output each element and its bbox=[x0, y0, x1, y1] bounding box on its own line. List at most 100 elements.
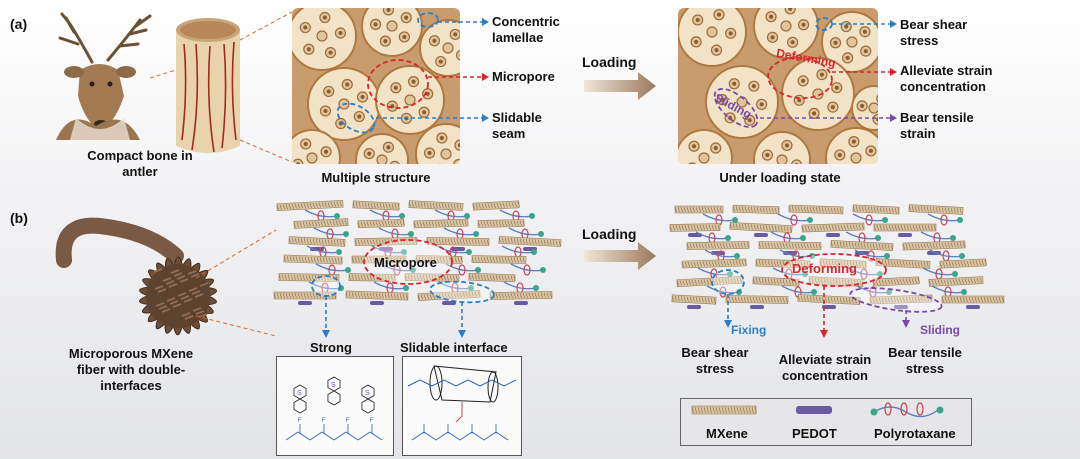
pedot-unit bbox=[898, 233, 912, 237]
slidable-interface-label: Slidable interface bbox=[400, 340, 508, 355]
polyrotaxane-chain bbox=[927, 213, 961, 222]
mxene-sheet bbox=[686, 241, 750, 250]
pedot-unit bbox=[310, 247, 324, 251]
polyrotaxane-chain bbox=[313, 227, 347, 236]
mxene-sheet bbox=[902, 240, 966, 251]
fiber-tail bbox=[55, 217, 184, 268]
mxene-sheet bbox=[283, 254, 343, 265]
mxene-sheet bbox=[752, 276, 800, 287]
mxene-sheet bbox=[471, 255, 527, 264]
pedot-unit bbox=[783, 251, 797, 255]
alleviate-label: Alleviate strain concentration bbox=[778, 352, 872, 383]
deforming-label-b: Deforming bbox=[792, 261, 857, 276]
sliding-label-b: Sliding bbox=[920, 323, 960, 337]
polyrotaxane-chain bbox=[436, 245, 470, 254]
micropore-label-b: Micropore bbox=[374, 255, 437, 270]
pedot-unit bbox=[754, 233, 768, 237]
polyrotaxane-chain bbox=[378, 227, 412, 236]
mxene-sheet bbox=[288, 236, 346, 247]
polyrotaxane-chain bbox=[779, 249, 813, 258]
mxene-sheet bbox=[872, 276, 920, 287]
mxene-sheet bbox=[801, 222, 865, 233]
micropore bbox=[876, 93, 878, 105]
mxene-sheet bbox=[852, 204, 900, 215]
strong-label: Strong bbox=[310, 340, 352, 355]
pedot-unit bbox=[687, 305, 701, 309]
mxene-sheet bbox=[873, 223, 937, 232]
polyrotaxane-chain bbox=[922, 267, 956, 276]
state-caption: Under loading state bbox=[719, 170, 841, 185]
loading-arrow bbox=[584, 242, 656, 270]
strong-interface-structure bbox=[276, 356, 394, 456]
mxene-sheet bbox=[830, 240, 894, 251]
pedot-unit bbox=[927, 251, 941, 255]
mxene-sheet bbox=[278, 273, 340, 282]
polyrotaxane-chain bbox=[770, 231, 804, 240]
mxene-sheet bbox=[732, 204, 780, 215]
polyrotaxane-chain bbox=[443, 227, 477, 236]
polyrotaxane-chain bbox=[777, 213, 811, 222]
polyrotaxane-chain bbox=[856, 285, 890, 294]
label-micropore: Micropore bbox=[492, 69, 555, 84]
pedot-unit bbox=[442, 301, 456, 305]
mxene-sheet bbox=[404, 273, 460, 282]
polyrotaxane-chain bbox=[304, 209, 338, 218]
polyrotaxane-chain bbox=[499, 209, 533, 218]
mxene-sheet bbox=[797, 294, 861, 305]
polyrotaxane-chain bbox=[845, 231, 879, 240]
label-concentric-lamellae: Concentric lamellae bbox=[492, 14, 560, 45]
pedot-unit bbox=[523, 247, 537, 251]
mxene-sheet bbox=[908, 204, 964, 215]
bone-loaded-panel bbox=[678, 8, 878, 164]
mxene-sheet bbox=[758, 241, 822, 250]
legend-pedot-label: PEDOT bbox=[792, 426, 837, 441]
polyrotaxane-chain bbox=[369, 209, 403, 218]
polyrotaxane-chain bbox=[315, 263, 349, 272]
mxene-sheet bbox=[928, 276, 984, 287]
pedot-unit bbox=[855, 251, 869, 255]
mxene-sheet bbox=[357, 218, 405, 229]
mxene-sheet bbox=[674, 205, 724, 214]
polyrotaxane-chain bbox=[781, 285, 815, 294]
fiber-caption: Microporous MXene fiber with double-inte… bbox=[68, 346, 194, 393]
polyrotaxane-chain bbox=[438, 281, 472, 290]
mxene-sheet bbox=[939, 258, 987, 269]
mxene-sheet bbox=[354, 237, 418, 246]
mxene-sheet bbox=[408, 200, 464, 211]
mxene-sheet bbox=[273, 291, 337, 300]
pedot-unit bbox=[688, 233, 702, 237]
mxene-sheet bbox=[676, 275, 744, 288]
legend-polyrotaxane-label: Polyrotaxane bbox=[874, 426, 956, 441]
mxene-sheet bbox=[489, 291, 553, 300]
mxene-sheet bbox=[348, 273, 396, 282]
pedot-unit bbox=[711, 251, 725, 255]
bear-tensile-label: Bear tensile stress bbox=[888, 345, 962, 376]
polyrotaxane-chain bbox=[706, 285, 740, 294]
mxene-sheet bbox=[671, 294, 717, 305]
pedot-unit bbox=[298, 301, 312, 305]
mxene-sheet bbox=[875, 258, 931, 269]
pedot-unit bbox=[894, 305, 908, 309]
polyrotaxane-chain bbox=[308, 281, 342, 290]
polyrotaxane-chain bbox=[854, 249, 888, 258]
polyrotaxane-chain bbox=[920, 231, 954, 240]
mxene-sheet bbox=[472, 200, 520, 211]
legend-mxene-label: MXene bbox=[706, 426, 748, 441]
polyrotaxane-chain bbox=[373, 281, 407, 290]
mxene-sheet bbox=[808, 276, 864, 287]
loading-arrow bbox=[584, 72, 656, 100]
polyrotaxane-chain bbox=[306, 245, 340, 254]
fiber-cross-section bbox=[146, 264, 210, 328]
mxene-sheet bbox=[725, 295, 789, 304]
pedot-unit bbox=[750, 305, 764, 309]
panel-b-tag: (b) bbox=[10, 210, 28, 226]
polyrotaxane-chain bbox=[704, 249, 738, 258]
mxene-sheet bbox=[869, 294, 933, 305]
mxene-sheet bbox=[293, 218, 349, 229]
fixing-label: Fixing bbox=[731, 323, 767, 337]
polyrotaxane-chain bbox=[697, 267, 731, 276]
polyrotaxane-chain bbox=[508, 227, 542, 236]
slidable-interface-structure bbox=[402, 356, 522, 456]
mxene-sheet bbox=[426, 237, 490, 246]
polyrotaxane-chain bbox=[371, 245, 405, 254]
